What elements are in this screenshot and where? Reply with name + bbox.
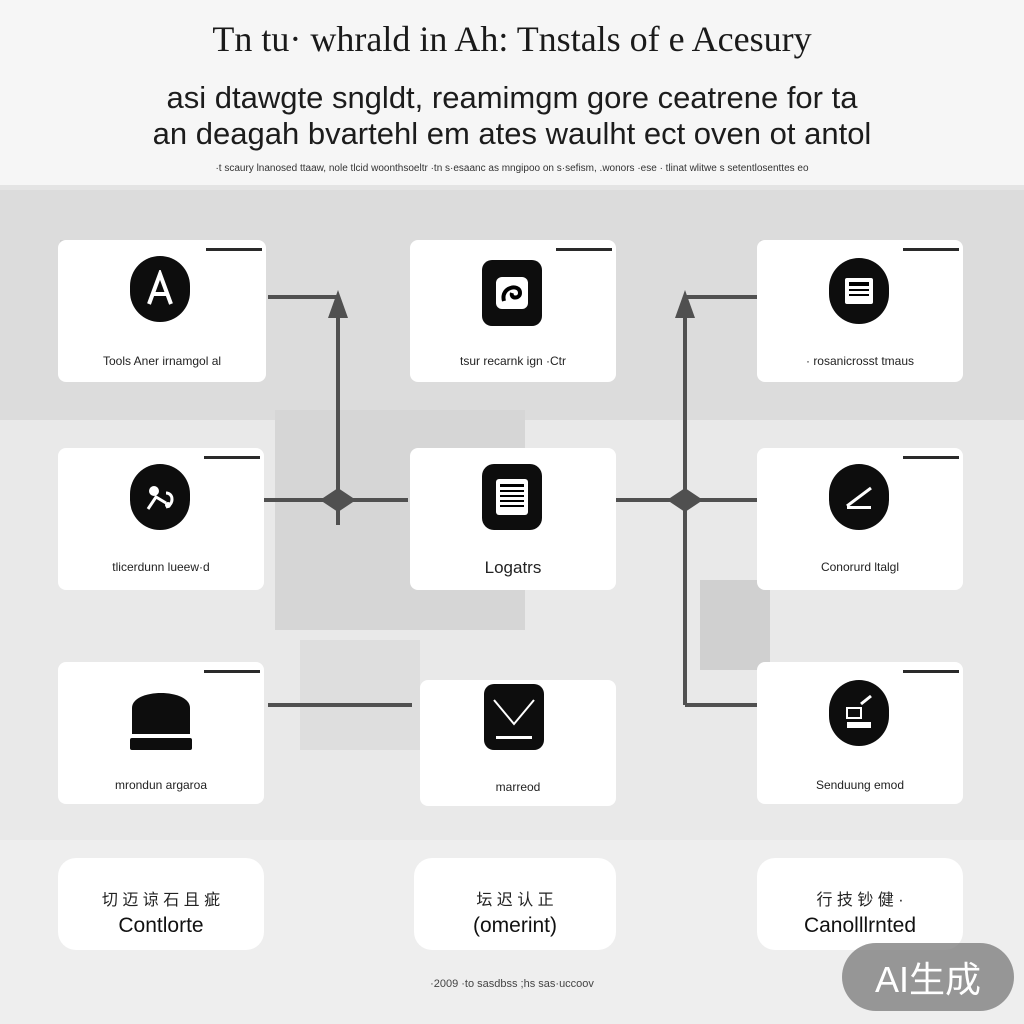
- monitor-icon: [829, 258, 889, 324]
- outcome-small-text: 坛 迟 认 正: [476, 892, 554, 909]
- outcome-card[interactable]: 坛 迟 认 正 (omerint): [414, 858, 616, 950]
- card-tab-line: [556, 248, 612, 251]
- node-label: mrondun argaroa: [114, 778, 208, 792]
- node-label: Senduung emod: [815, 778, 905, 792]
- outcome-title: Contlorte: [118, 914, 204, 937]
- node-card[interactable]: · rosanicrosst tmaus: [757, 240, 963, 382]
- node-card[interactable]: tsur recarnk ign ·Ctr: [410, 240, 616, 382]
- bg-block: [300, 640, 420, 750]
- node-card[interactable]: Tools Aner irnamgol al: [58, 240, 266, 382]
- node-card[interactable]: Senduung emod: [757, 662, 963, 804]
- card-tab-line: [204, 456, 260, 459]
- node-label: Conorurd ltalgl: [820, 560, 900, 574]
- node-label: · rosanicrosst tmaus: [805, 354, 915, 368]
- subtitle-line-1: asi dtawgte sngldt, reamimgm gore ceatre…: [166, 80, 858, 115]
- outcome-card[interactable]: 行 技 钞 健 · Canolllrnted: [757, 858, 963, 950]
- figure-icon: [130, 464, 190, 530]
- subtitle-line-2: an deagah bvartehl em ates waulht ect ov…: [152, 116, 872, 151]
- envelope-icon: [484, 684, 544, 750]
- card-tab-line: [204, 670, 260, 673]
- outcome-card[interactable]: 切 迈 谅 石 且 疵 Contlorte: [58, 858, 264, 950]
- node-card[interactable]: marreod: [420, 680, 616, 806]
- node-label: Tools Aner irnamgol al: [102, 354, 222, 368]
- card-tab-line: [903, 456, 959, 459]
- node-card[interactable]: Logatrs: [410, 448, 616, 590]
- dome-icon: [130, 682, 192, 752]
- outcome-title: (omerint): [472, 914, 557, 937]
- edit-pad-icon: [829, 680, 889, 746]
- outcome-small-text: 切 迈 谅 石 且 疵: [101, 892, 221, 909]
- document-icon: [482, 464, 542, 530]
- node-label: marreod: [495, 780, 541, 794]
- header-band: Tn tu· whrald in Ah: Tnstals of e Acesur…: [0, 0, 1024, 185]
- card-tab-line: [206, 248, 262, 251]
- node-card[interactable]: Conorurd ltalgl: [757, 448, 963, 590]
- outcome-title: Canolllrnted: [803, 914, 917, 937]
- ai-generated-watermark: AI生成: [842, 943, 1014, 1011]
- swirl-icon: [482, 260, 542, 326]
- compass-icon: [130, 256, 190, 322]
- bg-block: [700, 580, 770, 670]
- outcome-small-text: 行 技 钞 健 ·: [816, 892, 904, 909]
- page-title: Tn tu· whrald in Ah: Tnstals of e Acesur…: [212, 19, 812, 59]
- pen-tablet-icon: [829, 464, 889, 530]
- card-tab-line: [903, 248, 959, 251]
- node-label: tsur recarnk ign ·Ctr: [459, 354, 567, 368]
- fine-print: ·t scaury lnanosed ttaaw, nole tlcid woo…: [215, 163, 809, 174]
- node-label: Logatrs: [484, 558, 542, 577]
- node-card[interactable]: tlicerdunn lueew·d: [58, 448, 264, 590]
- node-card[interactable]: mrondun argaroa: [58, 662, 264, 804]
- footer-note: ·2009 ·to sasdbss ;hs sas·uccoov: [430, 978, 594, 990]
- node-label: tlicerdunn lueew·d: [112, 560, 210, 574]
- card-tab-line: [903, 670, 959, 673]
